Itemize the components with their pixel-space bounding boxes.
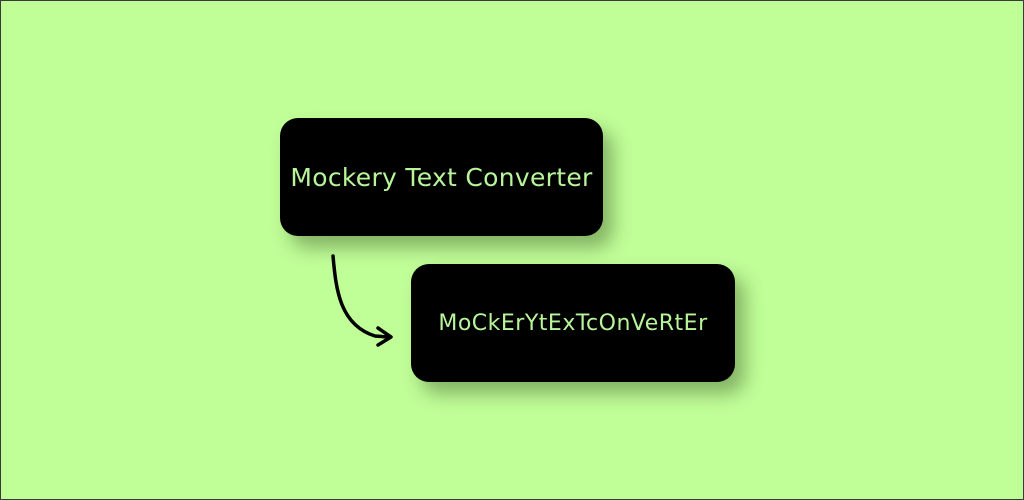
- input-text-box: Mockery Text Converter: [280, 118, 603, 236]
- input-text-label: Mockery Text Converter: [290, 162, 593, 192]
- output-text-box: MoCkErYtExTcOnVeRtEr: [411, 264, 735, 382]
- output-text-label: MoCkErYtExTcOnVeRtEr: [438, 310, 708, 336]
